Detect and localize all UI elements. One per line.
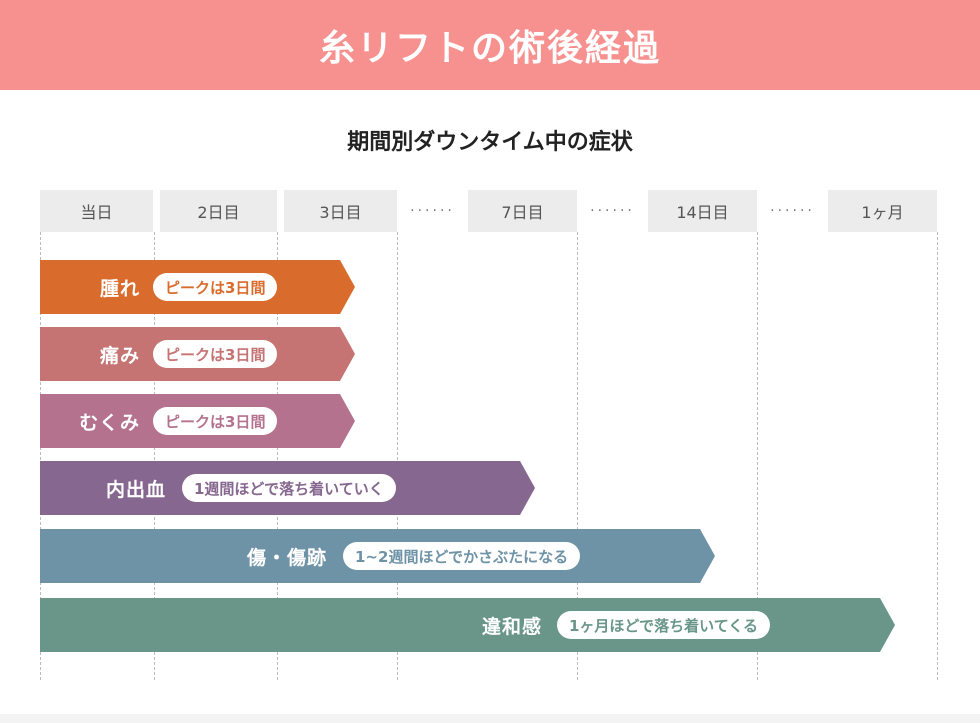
grid-line	[40, 232, 41, 680]
duration-note: ピークは3日間	[153, 273, 278, 301]
grid-line	[154, 232, 155, 680]
symptom-label: 痛み	[99, 344, 140, 367]
ellipsis: ······	[410, 203, 455, 219]
symptom-bar-bruising: 内出血 1週間ほどで落ち着いていく	[40, 461, 536, 515]
grid-line	[277, 232, 278, 680]
column-day3: 3日目	[284, 190, 397, 232]
symptom-label: 違和感	[481, 615, 542, 638]
symptom-bar-discomfort: 違和感 1ヶ月ほどで落ち着いてくる	[40, 598, 896, 652]
grid-line	[397, 232, 398, 680]
duration-note: ピークは3日間	[153, 340, 278, 368]
chart-subtitle: 期間別ダウンタイム中の症状	[347, 130, 633, 155]
symptom-bar-pain: 痛み ピークは3日間	[40, 327, 356, 381]
page-header: 糸リフトの術後経過	[0, 0, 980, 90]
duration-note: 1週間ほどで落ち着いていく	[182, 474, 396, 502]
column-day7: 7日目	[468, 190, 577, 232]
duration-note: 1ヶ月ほどで落ち着いてくる	[557, 611, 770, 639]
symptom-bar-edema: むくみ ピークは3日間	[40, 394, 356, 448]
symptom-label: 傷・傷跡	[246, 546, 327, 569]
footer-band	[0, 714, 980, 723]
header-title: 糸リフトの術後経過	[318, 28, 661, 69]
grid-line	[577, 232, 578, 680]
duration-note: 1~2週間ほどでかさぶたになる	[343, 542, 581, 570]
grid-line	[757, 232, 758, 680]
symptom-bar-wound: 傷・傷跡 1~2週間ほどでかさぶたになる	[40, 529, 716, 583]
symptom-label: むくみ	[79, 411, 140, 434]
duration-note: ピークは3日間	[153, 407, 278, 435]
symptom-label: 腫れ	[99, 277, 140, 300]
grid-line	[937, 232, 938, 680]
symptom-bar-swelling: 腫れ ピークは3日間	[40, 260, 356, 314]
column-month1: 1ヶ月	[828, 190, 937, 232]
column-day0: 当日	[40, 190, 153, 232]
column-day2: 2日目	[160, 190, 277, 232]
symptom-label: 内出血	[105, 478, 166, 501]
column-day14: 14日目	[648, 190, 757, 232]
ellipsis: ······	[770, 203, 815, 219]
ellipsis: ······	[590, 203, 635, 219]
